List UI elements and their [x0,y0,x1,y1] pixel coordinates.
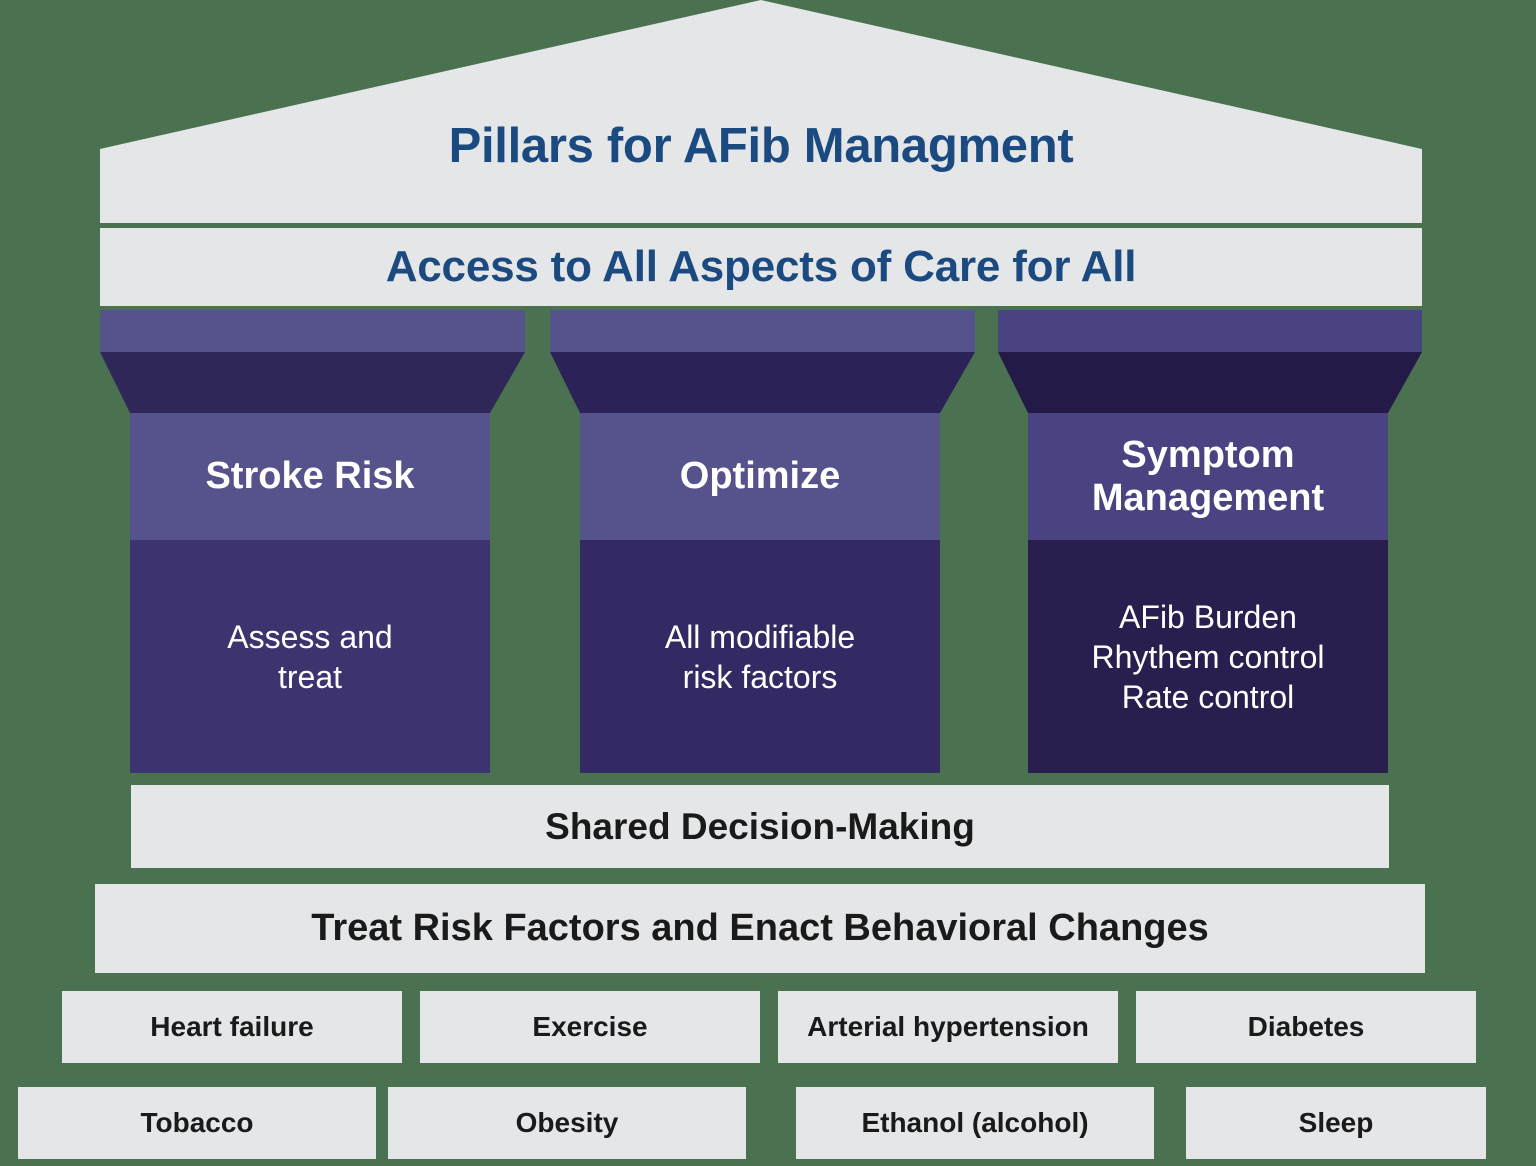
risk-factor-chip[interactable]: Tobacco [18,1087,376,1159]
shared-decision-band: Shared Decision-Making [131,785,1389,868]
risk-factor-chip[interactable]: Sleep [1186,1087,1486,1159]
pillar-heading-line: Management [1091,476,1325,519]
treat-risk-factors-band: Treat Risk Factors and Enact Behavioral … [95,884,1425,973]
pillar-echinus [998,352,1422,413]
treat-risk-factors-label: Treat Risk Factors and Enact Behavioral … [311,907,1209,949]
pillar-heading: Symptom Management [1092,434,1324,519]
pillar-echinus [100,352,525,413]
risk-factor-chip[interactable]: Ethanol (alcohol) [796,1087,1154,1159]
risk-factor-label: Ethanol (alcohol) [861,1107,1089,1138]
pillar-shaft: Symptom Management AFib Burden Rhythem c… [1028,413,1388,773]
risk-factor-label: Arterial hypertension [807,1011,1089,1042]
pillar-body-line: Assess and [227,618,393,655]
pillar-body: AFib Burden Rhythem control Rate control [1092,597,1325,717]
pediment-shape [100,0,1422,223]
pillar-heading-band: Optimize [580,413,940,540]
pillar-echinus [550,352,975,413]
pillar-abacus [998,310,1422,352]
pillar-abacus [550,310,975,352]
pillar-body-line: Rate control [1121,678,1295,715]
risk-factor-label: Obesity [515,1107,619,1138]
risk-factor-chip[interactable]: Obesity [388,1087,746,1159]
pediment-roof: Pillars for AFib Managment [100,0,1422,223]
pillar-optimize: Optimize All modifiable risk factors [550,310,975,773]
pillar-body: All modifiable risk factors [665,617,855,697]
pillar-heading-band: Stroke Risk [130,413,490,540]
pillar-body-band: Assess and treat [130,540,490,773]
architrave-band: Access to All Aspects of Care for All [100,228,1422,306]
pillar-body-line: risk factors [682,658,838,695]
pillar-body-band: All modifiable risk factors [580,540,940,773]
pillar-shaft: Optimize All modifiable risk factors [580,413,940,773]
risk-factor-label: Exercise [532,1011,648,1042]
risk-factor-label: Diabetes [1247,1011,1365,1042]
architrave-label: Access to All Aspects of Care for All [385,242,1137,291]
risk-factor-chip[interactable]: Arterial hypertension [778,991,1118,1063]
pillar-stroke-risk: Stroke Risk Assess and treat [100,310,525,773]
pillar-body: Assess and treat [227,617,392,697]
pillar-abacus [100,310,525,352]
pillar-group: Stroke Risk Assess and treat Optimize [0,310,1536,773]
pillar-body-line: All modifiable [664,618,856,655]
risk-factor-chip[interactable]: Exercise [420,991,760,1063]
risk-factor-label: Tobacco [140,1107,254,1138]
pillar-body-line: treat [277,658,342,695]
risk-factor-label: Heart failure [150,1011,314,1042]
pillar-heading: Optimize [679,455,841,498]
risk-factor-chip[interactable]: Heart failure [62,991,402,1063]
pillar-body-line: AFib Burden [1119,598,1297,635]
page-title: Pillars for AFib Managment [448,119,1074,173]
pillar-body-line: Rhythem control [1091,638,1325,675]
pillar-heading-line: Symptom [1121,433,1295,476]
pillar-body-band: AFib Burden Rhythem control Rate control [1028,540,1388,773]
shared-decision-label: Shared Decision-Making [545,805,975,847]
risk-factor-label: Sleep [1298,1107,1374,1138]
pillar-symptom-management: Symptom Management AFib Burden Rhythem c… [998,310,1422,773]
pillar-heading: Stroke Risk [205,455,415,498]
pillar-shaft: Stroke Risk Assess and treat [130,413,490,773]
risk-factor-chip[interactable]: Diabetes [1136,991,1476,1063]
pillar-heading-band: Symptom Management [1028,413,1388,540]
